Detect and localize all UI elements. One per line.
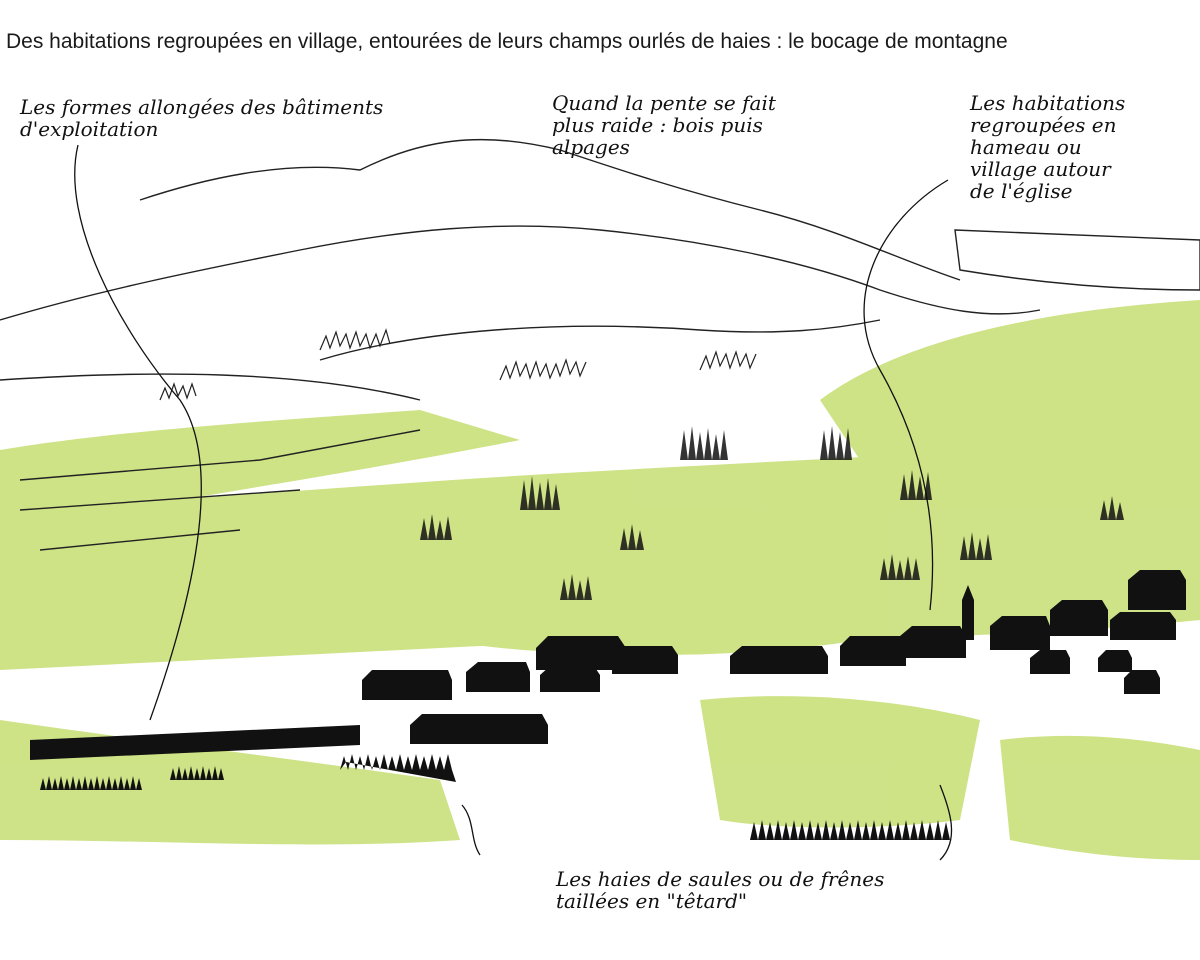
building-village-7 xyxy=(1128,570,1186,610)
building-village-5 xyxy=(1050,600,1108,636)
building-village-6 xyxy=(1110,612,1176,640)
hill-line xyxy=(0,373,421,401)
pollard-hedges xyxy=(40,754,950,840)
leader-hamlet xyxy=(863,179,949,611)
annotation-line: Les haies de saules ou de frênes xyxy=(556,867,885,891)
hedge-clumps xyxy=(420,426,1124,600)
field-line-2 xyxy=(19,489,301,511)
building-b xyxy=(466,662,530,692)
mountain-outlines xyxy=(0,138,1200,551)
annotation-line: Quand la pente se fait xyxy=(552,91,776,115)
leader-hedges-left xyxy=(461,804,481,856)
building-d xyxy=(612,646,678,674)
far-ridge xyxy=(139,138,961,281)
building-village-3 xyxy=(900,626,966,658)
leader-buildings xyxy=(74,144,202,721)
landscape-illustration xyxy=(0,138,1200,861)
annotation-buildings: Les formes allongées des bâtiments d'exp… xyxy=(20,96,383,140)
building-village-1 xyxy=(730,646,828,674)
annotation-line: hameau ou xyxy=(970,135,1082,159)
forest-edge xyxy=(319,319,881,361)
annotation-hedges: Les haies de saules ou de frênes taillée… xyxy=(556,868,884,912)
leader-lines xyxy=(74,144,953,861)
annotation-line: alpages xyxy=(552,135,630,159)
annotation-line: village autour xyxy=(970,157,1111,181)
meadow-areas xyxy=(0,300,1200,860)
building-f xyxy=(540,666,600,692)
church-tower xyxy=(962,585,974,640)
building-a xyxy=(362,670,452,700)
annotation-hamlet: Les habitations regroupées en hameau ou … xyxy=(970,92,1125,202)
building-e xyxy=(410,714,548,744)
annotation-slope: Quand la pente se fait plus raide : bois… xyxy=(552,92,776,158)
annotation-line: taillées en "têtard" xyxy=(556,889,748,913)
annotation-line: Les formes allongées des bâtiments xyxy=(20,95,384,119)
building-village-4 xyxy=(990,616,1050,650)
meadow-center xyxy=(420,519,860,655)
building-village-8 xyxy=(1030,650,1070,674)
meadow-lower-center xyxy=(700,696,980,828)
figure-title: Des habitations regroupées en village, e… xyxy=(6,30,1008,53)
meadow-lower-right xyxy=(1000,735,1200,860)
field-line-3 xyxy=(39,529,241,551)
annotation-line: de l'église xyxy=(970,179,1073,203)
meadow-left-band xyxy=(0,410,520,520)
annotation-line: Les habitations xyxy=(970,91,1126,115)
building-long-left xyxy=(30,725,360,760)
farm-buildings xyxy=(30,570,1186,760)
leader-hedges-right xyxy=(939,784,953,861)
annotation-line: regroupées en xyxy=(970,113,1117,137)
annotation-line: plus raide : bois puis xyxy=(552,113,763,137)
building-c xyxy=(536,636,626,670)
building-village-9 xyxy=(1098,650,1132,672)
cliff-right xyxy=(954,229,1200,291)
field-line-1 xyxy=(19,429,421,481)
annotation-line: d'exploitation xyxy=(20,117,159,141)
vegetation-scribbles xyxy=(159,328,757,401)
main-slope xyxy=(0,225,1041,321)
building-village-2 xyxy=(840,636,906,666)
building-village-10 xyxy=(1124,670,1160,694)
